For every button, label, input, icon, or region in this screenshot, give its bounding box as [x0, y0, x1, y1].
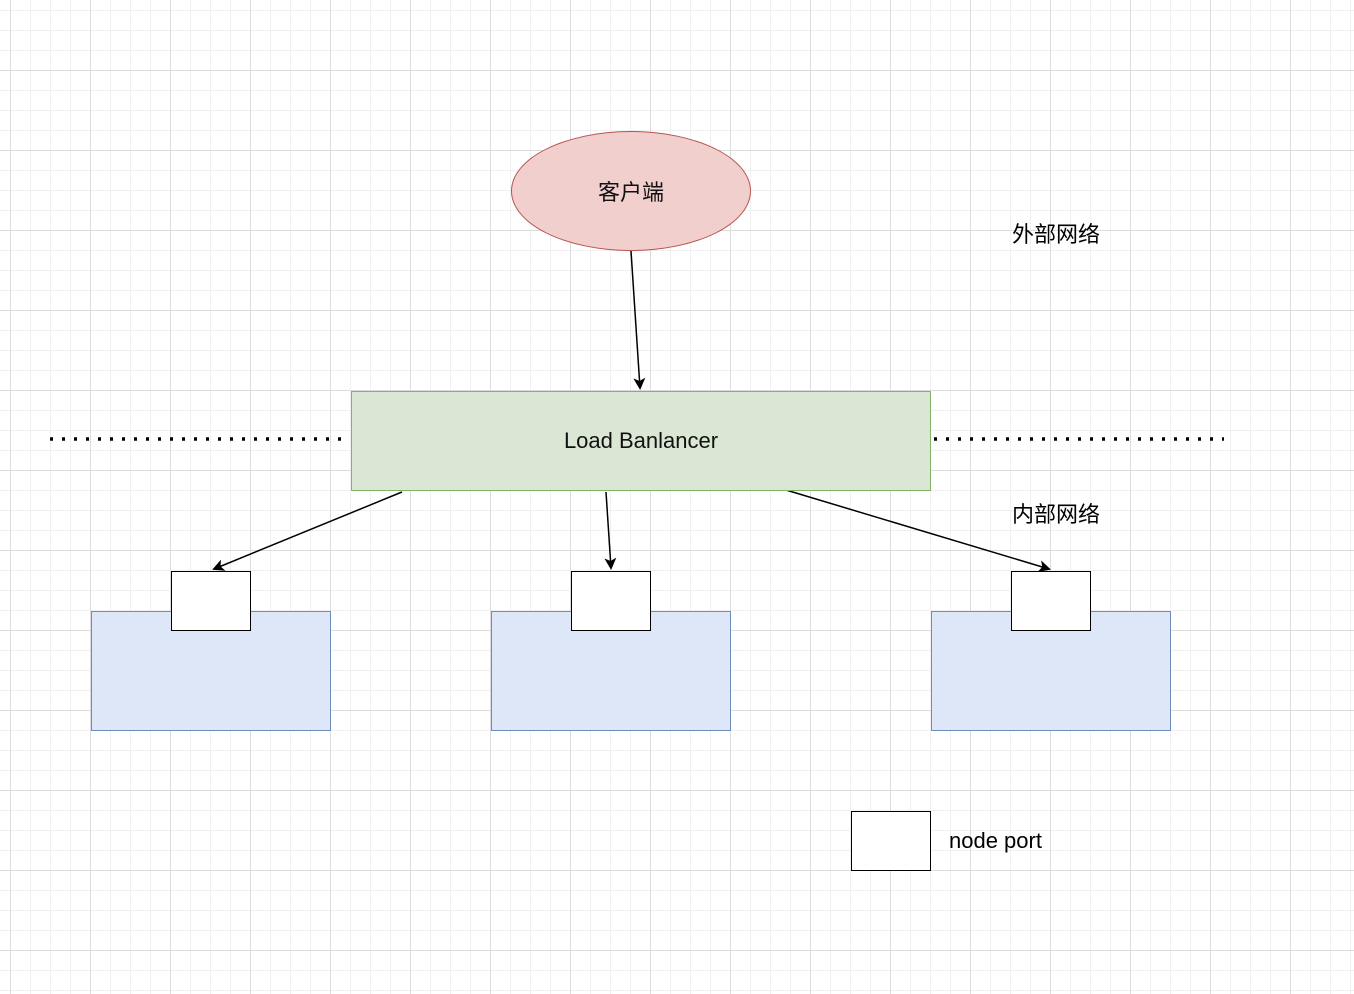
server-node-1[interactable]	[91, 611, 331, 731]
arrow-lb-to-port-2	[604, 491, 617, 570]
client-label: 客户端	[597, 180, 664, 205]
node-port-2[interactable]	[571, 571, 651, 631]
load-balancer-box[interactable]: Load Banlancer	[351, 391, 931, 491]
server-node-2[interactable]	[491, 611, 731, 731]
legend-node-port-swatch	[851, 811, 931, 871]
internal-network-label: 内部网络	[1012, 503, 1101, 528]
arrow-lb-to-port-3	[785, 489, 1051, 572]
node-port-1[interactable]	[171, 571, 251, 631]
node-port-3[interactable]	[1011, 571, 1091, 631]
server-node-3[interactable]	[931, 611, 1171, 731]
legend-node-port-label: node port	[949, 828, 1042, 853]
external-network-label: 外部网络	[1012, 223, 1101, 248]
load-balancer-label: Load Banlancer	[563, 428, 719, 453]
arrow-lb-to-port-1	[212, 491, 403, 571]
arrow-client-to-lb	[630, 250, 646, 390]
client-ellipse[interactable]: 客户端	[511, 131, 751, 251]
